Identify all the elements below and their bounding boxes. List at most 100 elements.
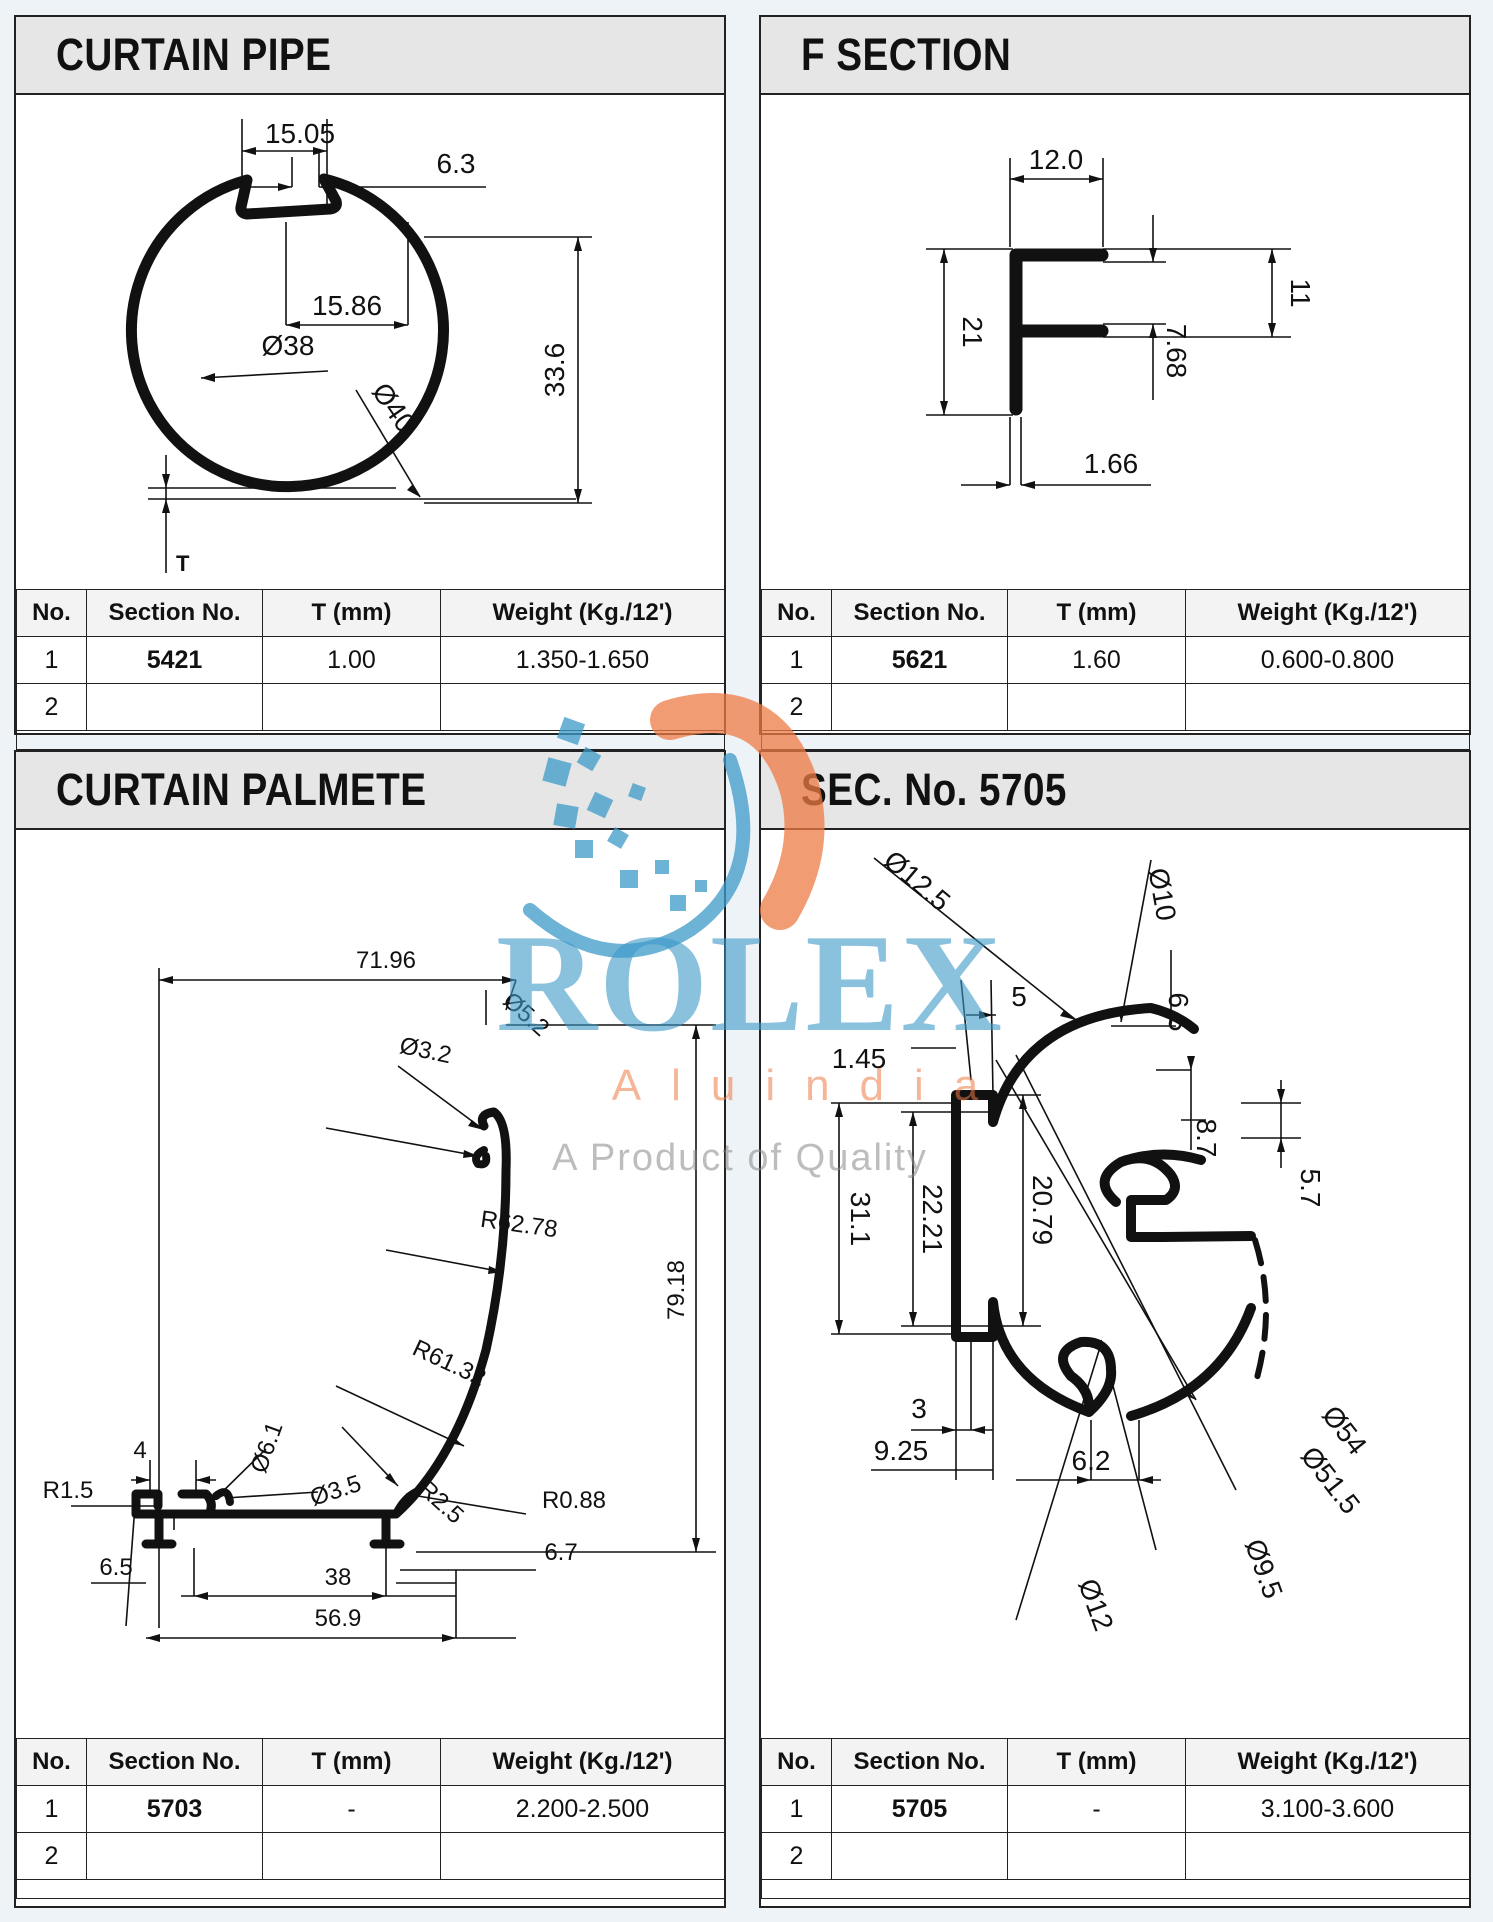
dim-label: 6.5 — [1163, 993, 1194, 1032]
dim-label: R0.88 — [542, 1487, 606, 1514]
palmete-profile — [131, 1107, 511, 1549]
dimension-lines — [71, 968, 716, 1639]
table-spacer — [761, 1879, 1470, 1899]
dim-label: 1.45 — [832, 1043, 887, 1074]
panel-f-section: F SECTION 12.0 21 11 7.68 1.66 — [759, 15, 1471, 750]
dimension-arrows — [136, 976, 700, 1642]
dim-label: Ø9.5 — [1239, 1535, 1289, 1603]
table-cell — [1185, 683, 1470, 731]
spec-table: No. Section No. T (mm) Weight (Kg./12') … — [16, 1738, 725, 1899]
table-row: 1 5621 1.60 0.600-0.800 — [761, 636, 1470, 684]
pipe-profile — [125, 173, 449, 493]
col-header: Weight (Kg./12') — [440, 589, 725, 637]
dim-label: T — [176, 551, 190, 576]
spec-table: No. Section No. T (mm) Weight (Kg./12') … — [16, 589, 725, 750]
table-cell — [440, 683, 725, 731]
panel-sec-5705: SEC. No. 5705 — [759, 750, 1471, 1908]
dim-label: 6.5 — [99, 1554, 132, 1581]
dim-label: R62.78 — [479, 1206, 559, 1244]
table-spacer — [16, 730, 725, 750]
col-header: T (mm) — [1007, 1738, 1186, 1786]
table-cell — [262, 1832, 441, 1880]
panel-header: F SECTION — [761, 17, 1469, 95]
dim-label: 11 — [1285, 278, 1316, 307]
table-header-row: No. Section No. T (mm) Weight (Kg./12') — [16, 589, 725, 637]
spec-table: No. Section No. T (mm) Weight (Kg./12') … — [761, 1738, 1470, 1899]
dimension-lines — [831, 857, 1301, 1621]
col-header: Weight (Kg./12') — [1185, 1738, 1470, 1786]
panel-title: F SECTION — [801, 29, 1012, 80]
dim-label: 56.9 — [315, 1605, 362, 1632]
panel-curtain-palmete: CURTAIN PALMETE — [14, 750, 726, 1908]
dim-label: 4 — [133, 1437, 146, 1464]
curtain-palmete-drawing: 71.96 Ø5.2 Ø3.2 R62.78 R61.32 79.18 Ø6.1… — [43, 947, 716, 1642]
dimension-lines — [148, 119, 592, 573]
dimension-arrows — [940, 175, 1276, 489]
table-cell — [831, 1832, 1008, 1880]
dim-label: 5 — [1011, 981, 1027, 1012]
table-cell: 2 — [16, 1832, 87, 1880]
panel-title: CURTAIN PALMETE — [56, 764, 427, 815]
dim-label: 21 — [957, 316, 988, 347]
dim-label: 5.7 — [1295, 1169, 1326, 1208]
col-header: Section No. — [86, 1738, 263, 1786]
dim-label: 7.68 — [1161, 324, 1192, 379]
table-cell: 1 — [16, 1785, 87, 1833]
table-cell: 2.200-2.500 — [440, 1785, 725, 1833]
panel-header: CURTAIN PALMETE — [16, 752, 724, 830]
table-cell: 2 — [761, 683, 832, 731]
col-header: Section No. — [831, 589, 1008, 637]
table-cell — [440, 1832, 725, 1880]
table-cell: 1.60 — [1007, 636, 1186, 684]
panel-header: SEC. No. 5705 — [761, 752, 1469, 830]
table-cell — [86, 1832, 263, 1880]
col-header: T (mm) — [262, 589, 441, 637]
table-cell: 5703 — [86, 1785, 263, 1833]
dim-label: 79.18 — [663, 1260, 690, 1320]
col-header: Section No. — [86, 589, 263, 637]
col-header: Section No. — [831, 1738, 1008, 1786]
table-cell: 0.600-0.800 — [1185, 636, 1470, 684]
dim-label: Ø12.5 — [878, 844, 956, 917]
panel-title: SEC. No. 5705 — [801, 764, 1067, 815]
dim-label: R61.32 — [408, 1335, 490, 1392]
dim-label: 6.7 — [544, 1539, 577, 1566]
dim-label: 31.1 — [845, 1192, 876, 1247]
col-header: T (mm) — [262, 1738, 441, 1786]
table-row: 1 5703 - 2.200-2.500 — [16, 1785, 725, 1833]
dim-label: Ø5.2 — [498, 987, 555, 1042]
table-cell: - — [262, 1785, 441, 1833]
f-section-drawing: 12.0 21 11 7.68 1.66 — [926, 144, 1316, 489]
table-header-row: No. Section No. T (mm) Weight (Kg./12') — [761, 589, 1470, 637]
f-profile — [1009, 248, 1109, 416]
table-cell: 2 — [16, 683, 87, 731]
dim-label: Ø38 — [262, 330, 315, 361]
table-cell: 1 — [761, 636, 832, 684]
dim-label: 3 — [911, 1393, 927, 1424]
table-row: 2 — [16, 1832, 725, 1880]
table-row: 2 — [761, 683, 1470, 731]
curtain-pipe-drawing: 15.05 6.3 15.86 Ø38 Ø40 33.6 T — [125, 118, 592, 576]
table-cell: 3.100-3.600 — [1185, 1785, 1470, 1833]
table-row: 1 5705 - 3.100-3.600 — [761, 1785, 1470, 1833]
table-cell — [1007, 683, 1186, 731]
dim-label: 15.05 — [265, 118, 335, 149]
dim-label: Ø12 — [1072, 1575, 1119, 1635]
col-header: Weight (Kg./12') — [1185, 589, 1470, 637]
table-row: 2 — [761, 1832, 1470, 1880]
dim-label: Ø3.5 — [307, 1470, 365, 1512]
dim-label: 9.25 — [874, 1435, 929, 1466]
table-cell — [831, 683, 1008, 731]
table-cell: 5705 — [831, 1785, 1008, 1833]
table-cell — [86, 683, 263, 731]
table-cell: 1.00 — [262, 636, 441, 684]
panel-curtain-pipe: CURTAIN PIPE 15.05 6.3 — [14, 15, 726, 750]
table-cell — [1185, 1832, 1470, 1880]
table-cell — [262, 683, 441, 731]
col-header: No. — [16, 1738, 87, 1786]
table-row: 2 — [16, 683, 725, 731]
dim-label: 33.6 — [539, 343, 570, 398]
dim-label: 38 — [325, 1564, 352, 1591]
col-header: Weight (Kg./12') — [440, 1738, 725, 1786]
dim-label: 8.7 — [1191, 1119, 1222, 1158]
